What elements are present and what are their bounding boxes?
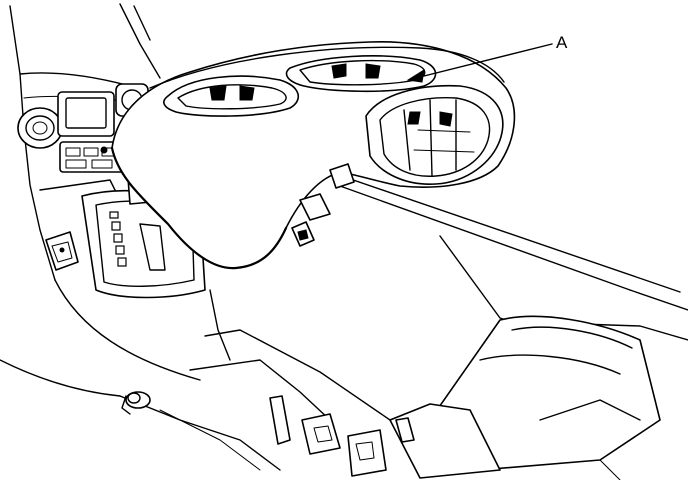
console-base bbox=[329, 171, 688, 481]
lower-brackets bbox=[269, 395, 387, 477]
cup-holder-cover bbox=[110, 41, 516, 270]
callout-label-a: A bbox=[556, 33, 568, 52]
power-socket bbox=[121, 391, 151, 415]
round-vent bbox=[17, 107, 63, 149]
callout-arrow bbox=[406, 43, 553, 83]
